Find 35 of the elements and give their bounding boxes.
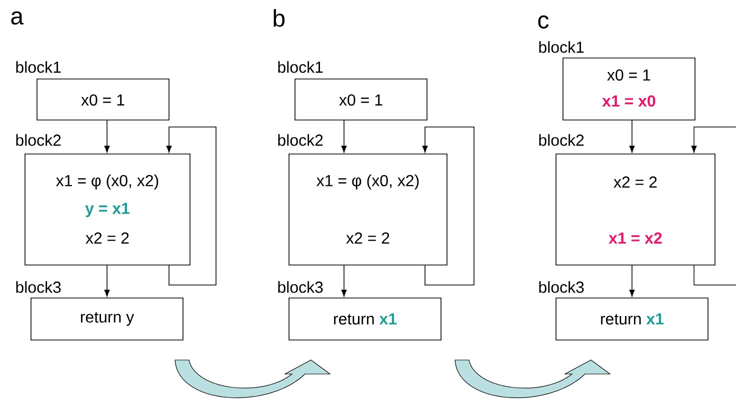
code-line: x1 = φ (x0, x2) (56, 174, 158, 190)
code-line: x1 = x0 (602, 95, 656, 107)
arrow (629, 264, 635, 297)
block-label: block1 (278, 61, 323, 73)
code-line: x1 = φ (x0, x2) (316, 174, 419, 190)
arrow (629, 120, 635, 153)
arrow (422, 126, 474, 286)
code-line: x2 = 2 (86, 232, 129, 244)
code-line: x0 = 1 (607, 69, 650, 81)
code-line: y = x1 (85, 202, 130, 218)
arrow (104, 120, 110, 153)
code-line: x1 = x2 (608, 232, 662, 244)
panel-letter: a (11, 11, 24, 25)
code-line: x2 = 2 (614, 176, 657, 188)
block-label: block3 (278, 281, 323, 293)
block-label: block2 (278, 134, 323, 146)
code-line: return x1 (601, 313, 664, 325)
arrow (104, 264, 110, 297)
arrow (166, 126, 216, 286)
block-label: block3 (16, 281, 61, 293)
block-label: block1 (539, 41, 584, 53)
arrow (341, 120, 347, 153)
code-line: x0 = 1 (339, 94, 382, 106)
block-label: block1 (16, 61, 61, 73)
block-label: block2 (16, 134, 61, 146)
code-line: x0 = 1 (81, 94, 124, 106)
panel-letter: c (538, 15, 549, 29)
block-label: block3 (539, 281, 584, 293)
code-line: return x1 (334, 313, 397, 325)
code-line: x2 = 2 (346, 232, 390, 244)
block-label: block2 (539, 134, 584, 146)
arrow (691, 126, 736, 286)
code-line: return y (80, 312, 134, 326)
arrow (341, 264, 347, 297)
panel-letter: b (274, 9, 285, 27)
